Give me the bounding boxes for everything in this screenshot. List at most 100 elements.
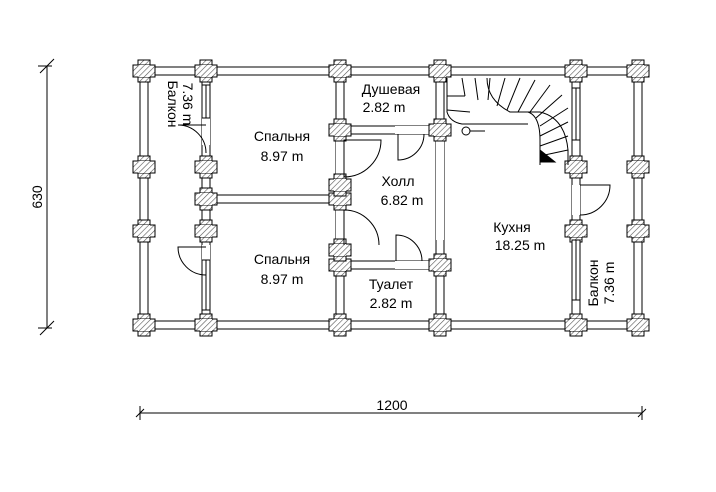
wall-opening-1	[336, 205, 344, 245]
log-junction-18	[564, 313, 588, 337]
log-block-core-hatch	[434, 124, 446, 136]
log-junction-27	[328, 238, 352, 262]
balcony-right-area: 7.36 m	[601, 262, 617, 305]
balcony-left-name: Балкон	[165, 81, 181, 128]
window-0	[201, 84, 211, 119]
log-block-core-hatch	[570, 319, 582, 331]
wall-segment-5	[201, 194, 345, 204]
bedroom-top-area: 8.97 m	[261, 148, 304, 164]
wall-opening-0	[336, 140, 344, 180]
log-junction-17	[428, 313, 452, 337]
log-block-core-hatch	[570, 65, 582, 77]
dimension-lines	[38, 58, 647, 420]
log-block-core-hatch	[434, 65, 446, 77]
log-junction-2	[328, 59, 352, 83]
log-junction-26	[328, 173, 352, 197]
log-block-core-hatch	[138, 319, 150, 331]
kitchen-area: 18.25 m	[495, 237, 546, 253]
log-block-core-hatch	[434, 259, 446, 271]
log-junction-11	[194, 219, 218, 243]
log-junction-22	[328, 118, 352, 142]
toilet-area: 2.82 m	[370, 295, 413, 311]
log-junction-8	[564, 155, 588, 179]
bedroom-top-name: Спальня	[254, 128, 310, 144]
windows	[201, 84, 581, 311]
shower-area: 2.82 m	[363, 99, 406, 115]
log-junction-12	[564, 219, 588, 243]
height-dimension-label: 630	[29, 185, 45, 209]
log-block-core-hatch	[200, 161, 212, 173]
doors	[177, 124, 611, 276]
log-block-core-hatch	[570, 225, 582, 237]
log-junction-15	[194, 313, 218, 337]
log-block-core-hatch	[570, 161, 582, 173]
log-block-core-hatch	[334, 244, 346, 256]
log-junction-5	[626, 59, 650, 83]
log-junctions	[132, 59, 650, 337]
log-junction-25	[428, 253, 452, 277]
log-junction-23	[428, 118, 452, 142]
log-junction-20	[194, 187, 218, 211]
log-block-core-hatch	[138, 161, 150, 173]
log-block-core-hatch	[632, 225, 644, 237]
balcony-right-door	[579, 184, 611, 216]
kitchen-name: Кухня	[493, 219, 530, 235]
stair-outline-outer	[446, 78, 528, 125]
shower-name: Душевая	[362, 81, 420, 97]
shower-door	[397, 133, 425, 161]
log-block-core-hatch	[334, 319, 346, 331]
log-block-core-hatch	[200, 193, 212, 205]
balcony-left-bottom-door	[177, 246, 207, 276]
log-block-core-hatch	[632, 161, 644, 173]
log-junction-7	[194, 155, 218, 179]
log-block-core-hatch	[434, 319, 446, 331]
log-junction-4	[564, 59, 588, 83]
log-junction-0	[132, 59, 156, 83]
log-block-core-hatch	[632, 319, 644, 331]
log-junction-13	[626, 219, 650, 243]
balcony-right-name: Балкон	[585, 260, 601, 307]
log-junction-9	[626, 155, 650, 179]
log-block-core-hatch	[632, 65, 644, 77]
window-3	[571, 239, 581, 301]
wall-segment-2	[139, 66, 149, 330]
wall-segment-3	[633, 66, 643, 330]
hall-name: Холл	[382, 173, 415, 189]
hall-area: 6.82 m	[381, 192, 424, 208]
log-block-core-hatch	[200, 319, 212, 331]
log-block-core-hatch	[334, 65, 346, 77]
log-junction-16	[328, 313, 352, 337]
bedroom-bottom-area: 8.97 m	[261, 271, 304, 287]
balcony-left-area: 7.36 m	[180, 83, 196, 126]
stair-start-circle	[461, 126, 471, 136]
stair-outline-right	[528, 111, 569, 165]
hall-bottom-door	[343, 209, 380, 246]
log-block-core-hatch	[334, 124, 346, 136]
window-1	[201, 259, 211, 311]
bedroom-bottom-name: Спальня	[254, 251, 310, 267]
toilet-door	[395, 234, 423, 262]
log-block-core-hatch	[138, 65, 150, 77]
log-junction-3	[428, 59, 452, 83]
log-block-core-hatch	[334, 179, 346, 191]
log-junction-10	[132, 219, 156, 243]
log-block-core-hatch	[200, 65, 212, 77]
wall-opening-2	[395, 126, 430, 134]
wall-opening-3	[395, 261, 430, 269]
window-2	[571, 87, 581, 141]
toilet-name: Туалет	[369, 276, 414, 292]
log-junction-19	[626, 313, 650, 337]
staircase	[446, 77, 569, 165]
stair-arrow	[539, 148, 557, 163]
log-block-core-hatch	[334, 259, 346, 271]
wall-opening-7	[572, 185, 580, 215]
stair-outline-inner	[486, 77, 541, 165]
width-dimension-label: 1200	[376, 397, 407, 413]
log-junction-14	[132, 313, 156, 337]
hall-top-door	[343, 139, 382, 178]
log-junction-6	[132, 155, 156, 179]
log-block-core-hatch	[200, 225, 212, 237]
wall-opening-4	[436, 140, 444, 240]
